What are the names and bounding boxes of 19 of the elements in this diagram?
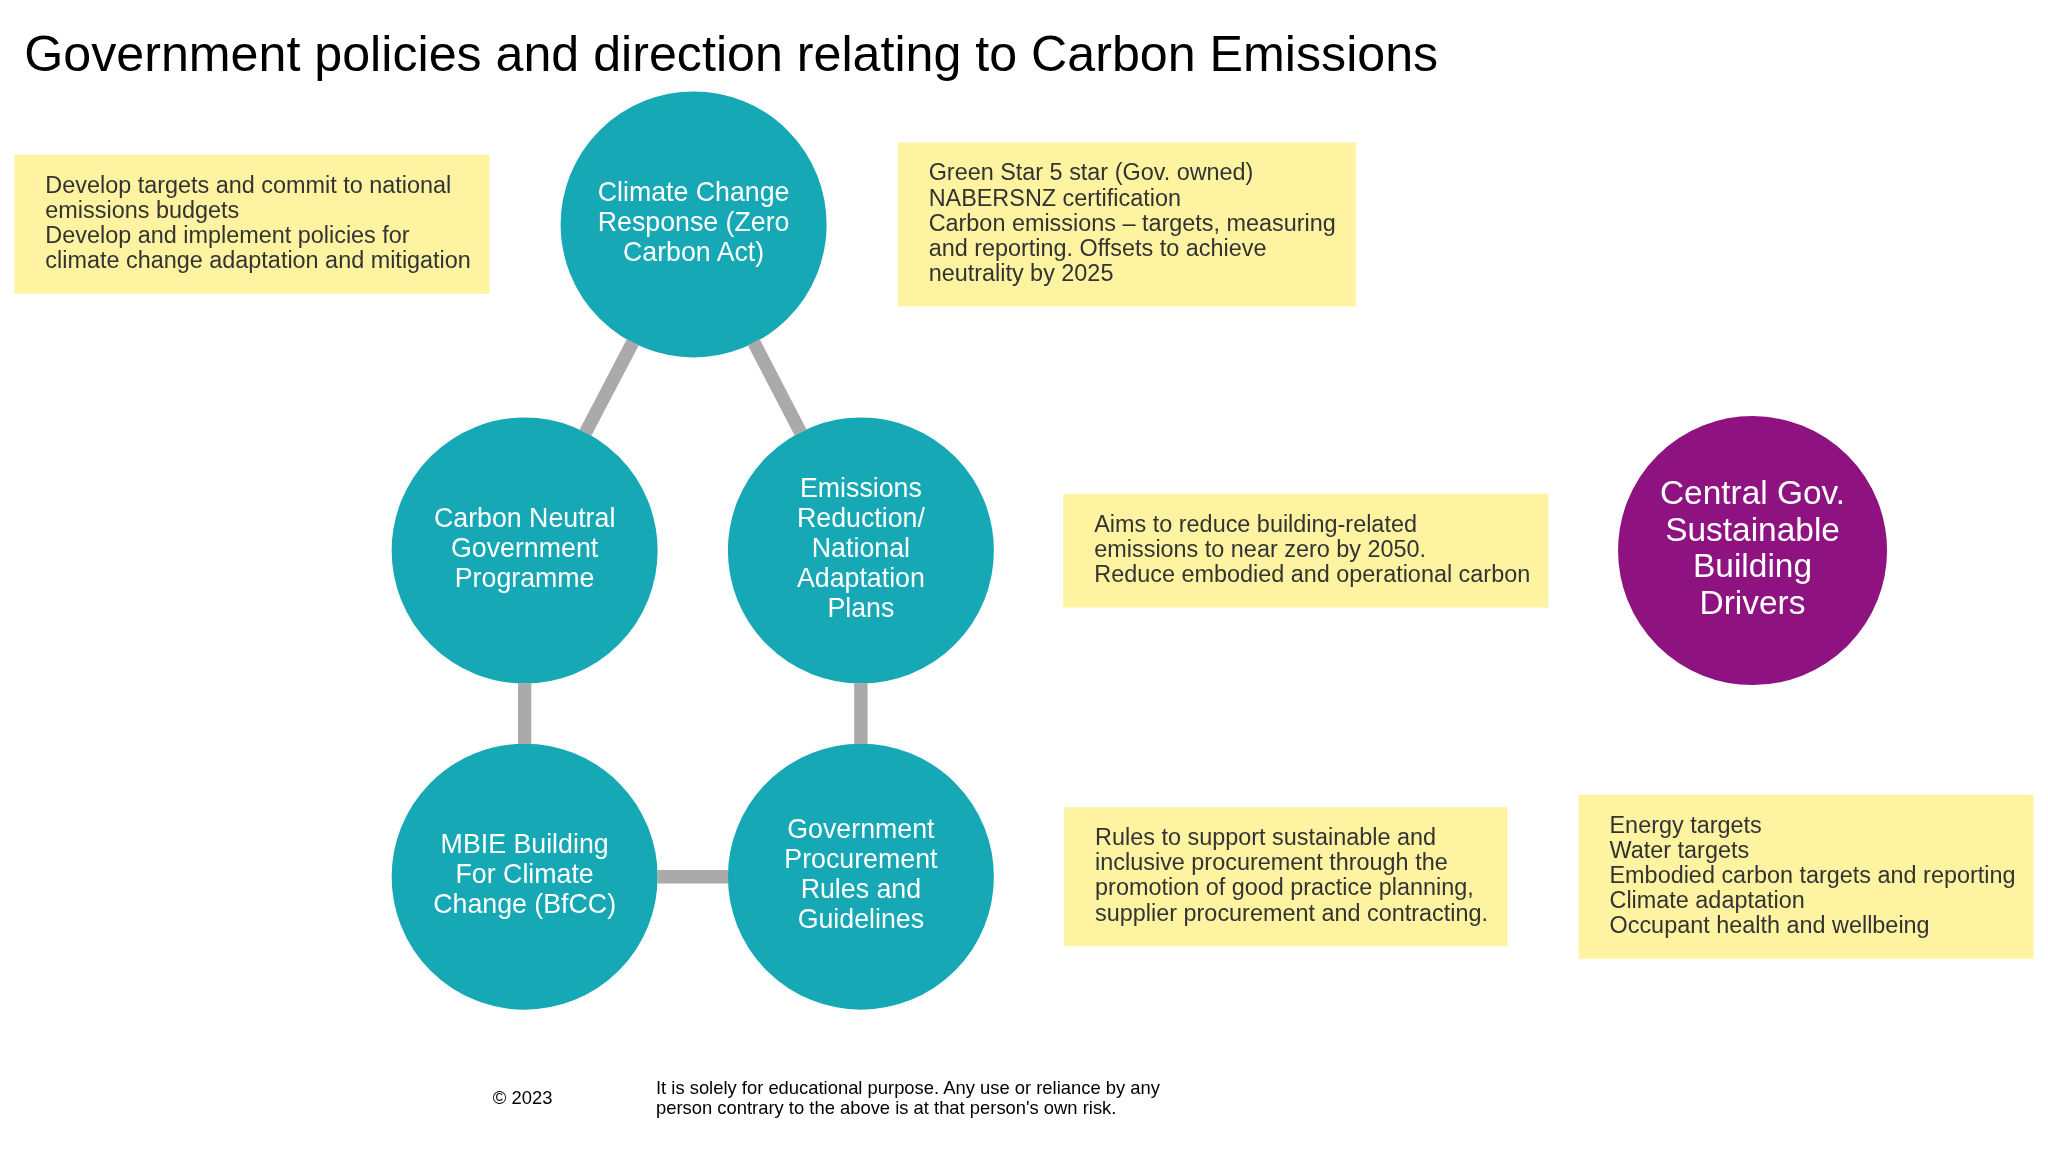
connector	[747, 338, 807, 436]
node-circle: Government Procurement Rules and Guidelines	[727, 743, 994, 1010]
label: © 2023	[492, 1086, 553, 1108]
connector	[579, 338, 639, 436]
node-circle: Emissions Reduction/ National Adaptation Plans	[727, 417, 994, 684]
node-circle: MBIE Building For Climate Change (BfCC)	[391, 743, 658, 1010]
connector	[517, 682, 532, 744]
connector	[854, 682, 868, 744]
node-circle: Climate Change Response (Zero Carbon Act)	[560, 90, 827, 357]
node-box: Energy targets Water targets Embodied carbon targets and reporting Climate adaptation Occupant health and wellbeing	[1578, 794, 2034, 959]
node-circle: Carbon Neutral Government Programme	[391, 417, 658, 684]
label: It is solely for educational purpose. Any use or reliance by any person contrary to the above is at that person's own risk.	[655, 1076, 1160, 1118]
node-circle: Central Gov. Sustainable Building Drivers	[1618, 415, 1888, 685]
node-box: Develop targets and commit to national emissions budgets Develop and implement policies for climate change adaptation and mitigation	[14, 154, 490, 294]
diagram-title: Government policies and direction relating to Carbon Emissions	[24, 25, 1439, 82]
node-box: Green Star 5 star (Gov. owned) NABERSNZ certification Carbon emissions – targets, measuring and reporting. Offsets to achieve neutrality by 2025	[897, 141, 1357, 306]
node-box: Rules to support sustainable and inclusive procurement through the promotion of good practice planning, supplier procurement and contracting.	[1064, 806, 1508, 946]
node-box: Aims to reduce building-related emissions to near zero by 2050. Reduce embodied and operational carbon	[1063, 493, 1549, 607]
connector	[657, 869, 729, 883]
